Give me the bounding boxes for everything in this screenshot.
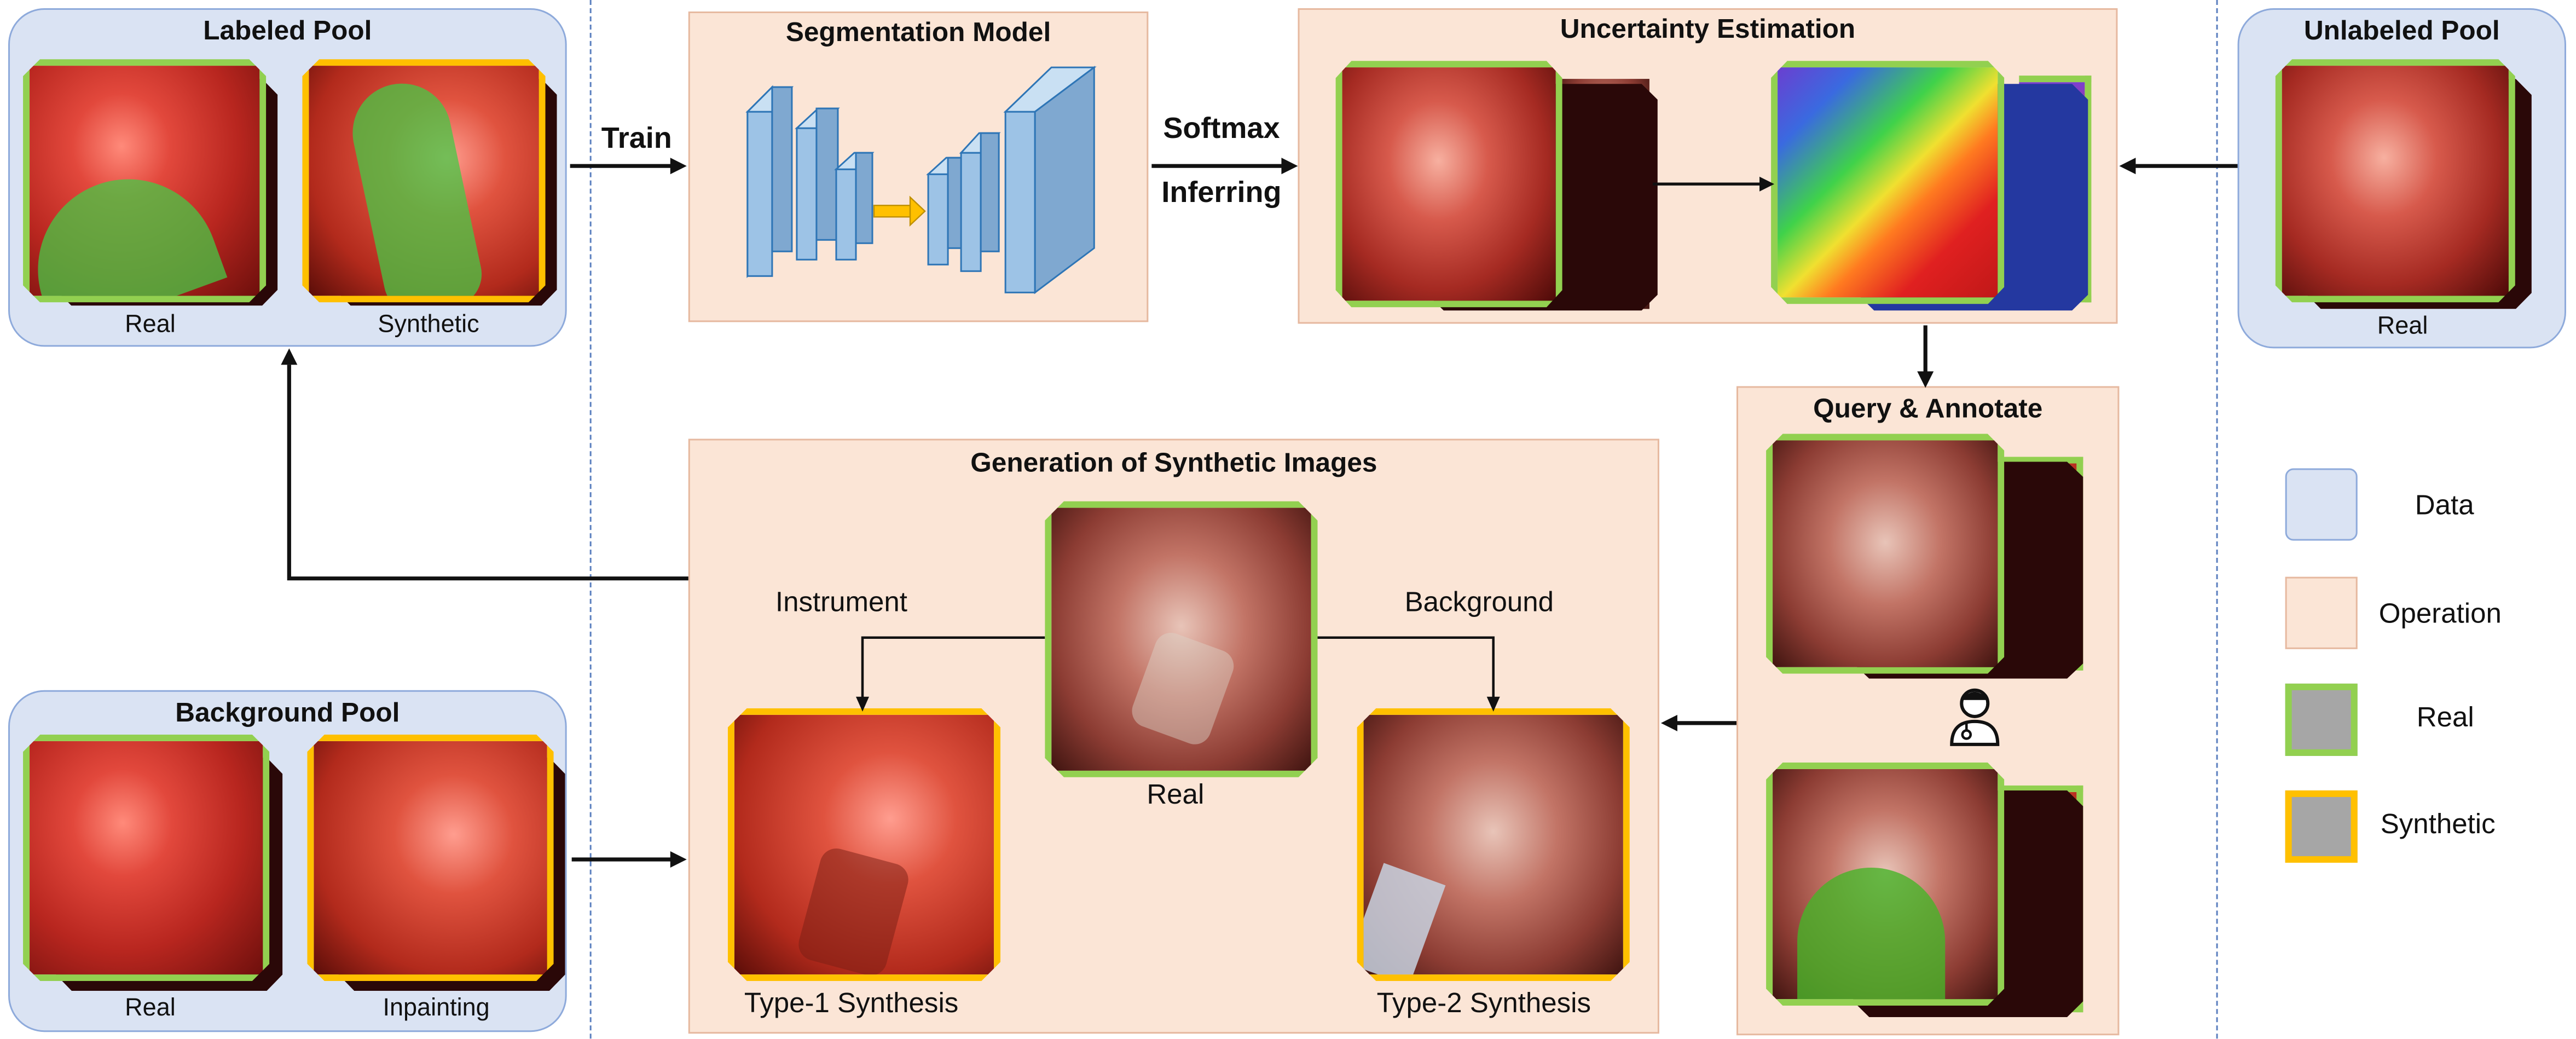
generation-title: Generation of Synthetic Images bbox=[970, 448, 1377, 478]
legend-operation-swatch bbox=[2285, 576, 2358, 649]
divider-right bbox=[2216, 0, 2218, 1039]
legend-data-swatch bbox=[2285, 468, 2358, 541]
labeled-pool-title: Labeled Pool bbox=[203, 16, 372, 47]
background-inpainting-label: Inpainting bbox=[383, 994, 490, 1023]
labeled-real-label: Real bbox=[125, 310, 176, 339]
background-real-image bbox=[23, 734, 270, 982]
type1-synthesis-image bbox=[727, 708, 1001, 982]
annotator-doctor-icon bbox=[1950, 688, 2000, 746]
type1-synthesis-label: Type-1 Synthesis bbox=[744, 988, 959, 1019]
background-branch-label: Background bbox=[1404, 586, 1554, 618]
query-annotate-title: Query & Annotate bbox=[1813, 394, 2043, 424]
generation-real-label: Real bbox=[1147, 778, 1205, 810]
bottleneck-arrow bbox=[873, 195, 926, 227]
legend-operation-label: Operation bbox=[2378, 598, 2502, 630]
labeled-real-image bbox=[23, 59, 267, 303]
background-inpainting-image bbox=[307, 734, 554, 982]
legend-synthetic-swatch bbox=[2285, 790, 2358, 863]
legend-synthetic-label: Synthetic bbox=[2380, 808, 2496, 840]
uncertainty-estimation-title: Uncertainty Estimation bbox=[1560, 15, 1856, 45]
query-top-image bbox=[1766, 434, 2005, 674]
query-annotate-box: Query & Annotate bbox=[1736, 386, 2120, 1036]
uncertainty-estimation-box: Uncertainty Estimation bbox=[1298, 8, 2118, 324]
type2-synthesis-image bbox=[1357, 708, 1630, 982]
segmentation-network-icon bbox=[745, 66, 1097, 295]
background-pool-title: Background Pool bbox=[175, 698, 400, 728]
unlabeled-real-label: Real bbox=[2377, 312, 2428, 340]
labeled-synthetic-image bbox=[302, 59, 546, 303]
uncertainty-input-image bbox=[1335, 61, 1562, 308]
divider-left bbox=[589, 0, 592, 1039]
legend-data-label: Data bbox=[2415, 489, 2474, 521]
instrument-branch-label: Instrument bbox=[775, 586, 907, 618]
inferring-arrow-label: Inferring bbox=[1161, 176, 1282, 209]
uncertainty-map-image bbox=[1771, 61, 2005, 304]
softmax-arrow-label: Softmax bbox=[1163, 112, 1280, 145]
query-bottom-image bbox=[1766, 762, 2005, 1006]
labeled-pool: Labeled Pool Real Synthetic bbox=[8, 8, 567, 347]
legend-real-label: Real bbox=[2416, 701, 2474, 733]
segmentation-model-title: Segmentation Model bbox=[785, 18, 1051, 48]
type2-synthesis-label: Type-2 Synthesis bbox=[1376, 988, 1591, 1019]
unlabeled-pool-title: Unlabeled Pool bbox=[2303, 16, 2500, 47]
background-real-label: Real bbox=[125, 994, 176, 1023]
segmentation-model-box: Segmentation Model bbox=[688, 11, 1149, 322]
background-pool: Background Pool Real Inpainting bbox=[8, 690, 567, 1032]
legend-real-swatch bbox=[2285, 683, 2358, 756]
labeled-synthetic-label: Synthetic bbox=[378, 310, 479, 339]
generation-box: Generation of Synthetic Images Real Inst… bbox=[688, 438, 1659, 1034]
unlabeled-pool: Unlabeled Pool Real bbox=[2237, 8, 2566, 349]
generation-real-image bbox=[1045, 501, 1318, 777]
train-arrow-label: Train bbox=[601, 122, 672, 155]
unlabeled-real-image bbox=[2275, 59, 2515, 303]
